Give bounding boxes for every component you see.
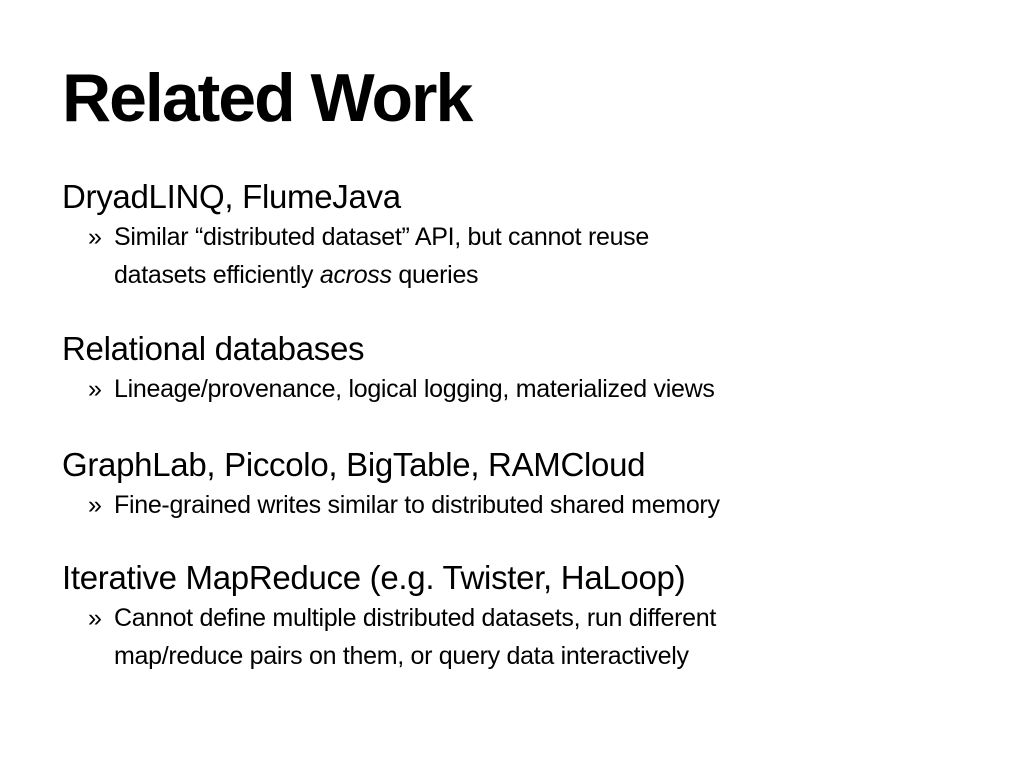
bullet-text: queries xyxy=(391,261,479,289)
section-relational-databases: Relational databases » Lineage/provenanc… xyxy=(62,330,962,408)
section-heading: Iterative MapReduce (e.g. Twister, HaLoo… xyxy=(62,559,686,596)
bullet-item: » Cannot define multiple distributed dat… xyxy=(88,599,962,675)
bullet-marker: » xyxy=(88,604,102,632)
bullet-marker: » xyxy=(88,223,102,251)
section-heading: GraphLab, Piccolo, BigTable, RAMCloud xyxy=(62,446,646,483)
bullet-marker: » xyxy=(88,491,102,519)
bullet-line: datasets efficiently across queries xyxy=(114,256,962,294)
bullet-item: » Lineage/provenance, logical logging, m… xyxy=(88,370,962,408)
bullet-line: Cannot define multiple distributed datas… xyxy=(114,604,716,632)
section-dryadlinq: DryadLINQ, FlumeJava » Similar “distribu… xyxy=(62,178,962,294)
section-heading: Relational databases xyxy=(62,330,365,367)
slide-title: Related Work xyxy=(62,60,473,136)
bullet-item: » Similar “distributed dataset” API, but… xyxy=(88,218,962,294)
bullet-text: datasets efficiently xyxy=(114,261,320,289)
emphasis-text: across xyxy=(319,261,392,289)
section-graphlab: GraphLab, Piccolo, BigTable, RAMCloud » … xyxy=(62,446,962,524)
bullet-line: map/reduce pairs on them, or query data … xyxy=(114,642,689,670)
bullet-line: Lineage/provenance, logical logging, mat… xyxy=(114,375,715,403)
bullet-line: Fine-grained writes similar to distribut… xyxy=(114,491,720,519)
section-heading: DryadLINQ, FlumeJava xyxy=(62,178,401,215)
bullet-marker: » xyxy=(88,375,102,403)
section-iterative-mapreduce: Iterative MapReduce (e.g. Twister, HaLoo… xyxy=(62,559,962,675)
bullet-item: » Fine-grained writes similar to distrib… xyxy=(88,486,962,524)
bullet-line: Similar “distributed dataset” API, but c… xyxy=(114,223,649,251)
